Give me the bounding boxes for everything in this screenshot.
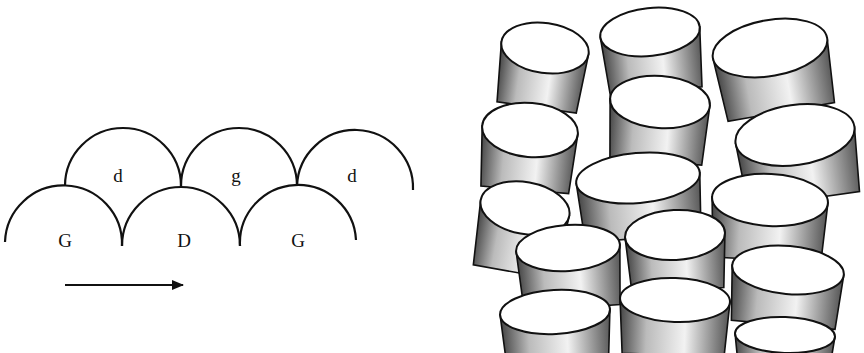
zone-letter: G [291, 231, 305, 250]
zone-letter: d [347, 166, 357, 185]
column [477, 99, 580, 194]
column-top [574, 148, 702, 209]
column-top [515, 221, 622, 274]
column-top [711, 171, 830, 229]
zone-letter: g [231, 166, 241, 185]
arch-rows [5, 128, 413, 246]
column-top [619, 276, 730, 324]
zone-letter: D [177, 231, 191, 250]
column-top [498, 17, 592, 79]
column-sketch [469, 3, 863, 353]
arch [297, 130, 413, 190]
column [499, 287, 613, 353]
column-top [730, 241, 846, 299]
arch [181, 128, 297, 186]
column-top [624, 207, 726, 262]
arch [65, 128, 181, 186]
column [606, 73, 712, 166]
zone-letter: G [58, 231, 72, 250]
direction-arrow [65, 284, 183, 286]
column [734, 315, 836, 353]
column-top [598, 3, 702, 61]
column [493, 17, 592, 113]
column-top [608, 73, 711, 132]
column-top [480, 99, 580, 161]
column-top [731, 97, 858, 173]
column [618, 276, 731, 353]
column-top [708, 10, 832, 85]
zone-letter: d [113, 166, 123, 185]
column-top [734, 315, 835, 353]
column-top [499, 287, 611, 337]
